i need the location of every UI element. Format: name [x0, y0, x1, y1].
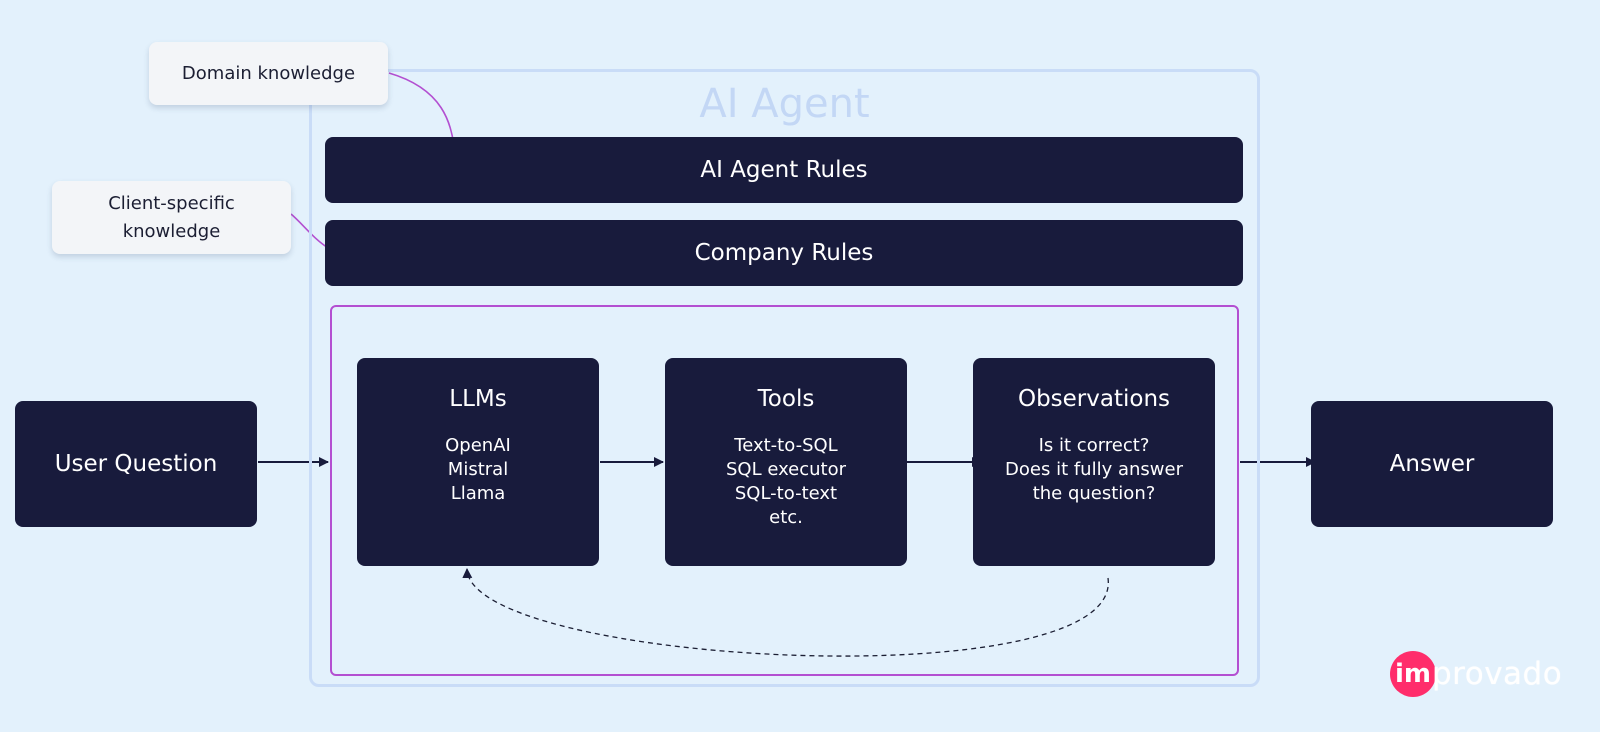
llm-item: OpenAI: [445, 435, 511, 456]
company-rules-bar: Company Rules: [325, 220, 1243, 286]
client-knowledge-line: knowledge: [122, 220, 221, 242]
ai-agent-rules-bar: AI Agent Rules: [325, 137, 1243, 203]
feedback-loop-arrow: [462, 568, 1109, 657]
observation-item: the question?: [1032, 483, 1156, 504]
llm-item: Mistral: [447, 459, 509, 480]
domain-knowledge-note: Domain knowledge: [149, 42, 388, 105]
client-knowledge-line: Client-specific: [108, 192, 235, 214]
ai-agent-rules-label: AI Agent Rules: [700, 157, 868, 183]
observation-item: Does it fully answer: [1005, 459, 1183, 480]
company-rules-label: Company Rules: [694, 240, 874, 266]
observations-box: Observations Is it correct? Does it full…: [973, 358, 1215, 566]
ai-agent-frame: [309, 69, 1260, 687]
observation-item: Is it correct?: [1038, 435, 1150, 456]
llms-title: LLMs: [449, 386, 507, 412]
tool-item: Text-to-SQL: [734, 435, 838, 456]
tools-title: Tools: [757, 386, 815, 412]
llm-item: Llama: [450, 483, 506, 504]
ai-agent-title: AI Agent: [699, 81, 870, 127]
domain-knowledge-label: Domain knowledge: [181, 62, 356, 84]
observations-title: Observations: [1017, 386, 1171, 412]
improvado-logo: im provado: [1390, 651, 1562, 697]
agent-loop-frame: [330, 305, 1239, 676]
user-question-label: User Question: [54, 451, 218, 477]
client-knowledge-note: Client-specific knowledge: [52, 181, 291, 254]
logo-wordmark: provado: [1432, 656, 1563, 692]
tool-item: SQL-to-text: [734, 483, 838, 504]
answer-label: Answer: [1389, 451, 1475, 477]
llms-box: LLMs OpenAI Mistral Llama: [357, 358, 599, 566]
answer-box: Answer: [1311, 401, 1553, 527]
tools-box: Tools Text-to-SQL SQL executor SQL-to-te…: [665, 358, 907, 566]
tool-item: etc.: [769, 507, 803, 528]
user-question-box: User Question: [15, 401, 257, 527]
tool-item: SQL executor: [725, 459, 847, 480]
logo-badge: im: [1390, 651, 1436, 697]
